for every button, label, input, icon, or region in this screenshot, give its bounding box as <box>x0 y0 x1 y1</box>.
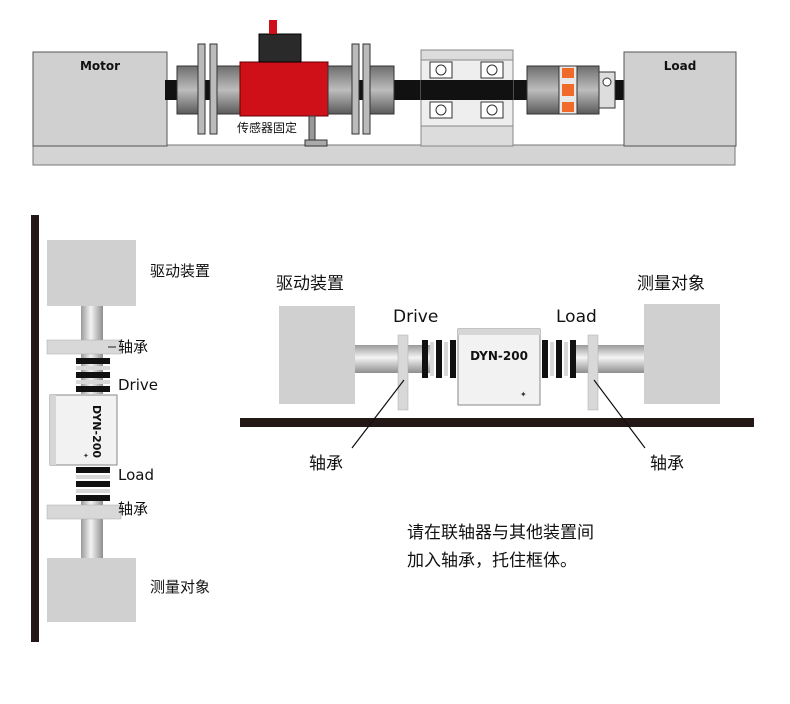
bearing-2-ball-bottom <box>486 104 498 116</box>
left-coupling-hub-2 <box>216 65 242 115</box>
right-coupling-disc <box>351 43 360 135</box>
horizontal-shaft-left <box>355 345 431 373</box>
right-bearing-label: 轴承 <box>650 454 684 474</box>
load-label-vertical: Load <box>118 466 154 484</box>
measured-object-block <box>47 558 136 622</box>
left-coupling-ring-4 <box>444 342 448 376</box>
load-coupling-right <box>576 65 600 115</box>
measured-object-label-horizontal: 测量对象 <box>637 274 705 294</box>
horizontal-shaft-right <box>570 345 644 373</box>
right-coupling-ring-2 <box>550 342 554 376</box>
drive-label: Drive <box>118 376 158 394</box>
sensor-fix-post <box>308 115 316 143</box>
drive-device-block <box>47 240 136 306</box>
drive-device-label: 驱动装置 <box>150 262 210 280</box>
top-test-bench-diagram: Motor 传感器固定 <box>32 20 737 166</box>
left-bearing-leader-line <box>351 379 405 449</box>
left-bearing-plate <box>397 334 409 411</box>
horizontal-drive-device-block <box>279 306 355 404</box>
load-coupling-screw <box>602 77 612 87</box>
base-plate <box>32 144 736 166</box>
sensor-connector <box>258 33 302 63</box>
right-coupling-hub-2 <box>369 65 395 115</box>
right-bearing-plate <box>587 334 599 411</box>
upper-bearing-plate <box>46 339 122 355</box>
bearing-2-ball-top <box>486 64 498 76</box>
vertical-base-bar <box>31 215 39 642</box>
sensor-fix-foot <box>304 139 328 147</box>
vertical-sensor-side <box>50 395 56 465</box>
lower-bearing-label: 轴承 <box>118 500 148 518</box>
sensor-fix-label: 传感器固定 <box>237 120 297 135</box>
installation-note: 请在联轴器与其他装置间 加入轴承，托住框体。 <box>407 523 594 571</box>
vertical-sensor-logo: ✦ <box>83 452 89 460</box>
bearing-1-ball-bottom <box>435 104 447 116</box>
load-label: Load <box>664 59 697 73</box>
upper-coupling-ring-4 <box>76 380 110 384</box>
lower-coupling-ring-2 <box>76 475 110 479</box>
horizontal-sensor-model: DYN-200 <box>470 349 528 363</box>
bearing-1-ball-top <box>435 64 447 76</box>
upper-coupling-ring-1 <box>76 358 110 364</box>
load-coupling-clamp <box>598 71 616 109</box>
horizontal-sensor-top <box>458 329 540 335</box>
lower-coupling-ring-5 <box>76 495 110 501</box>
note-line-1: 请在联轴器与其他装置间 <box>407 523 594 543</box>
load-coupling-orange-mid <box>562 84 574 96</box>
upper-coupling-ring-5 <box>76 386 110 392</box>
horizontal-sensor-body <box>457 328 541 406</box>
horizontal-sensor-logo: ✦ <box>520 390 527 399</box>
right-bearing-leader-line <box>593 379 646 449</box>
left-coupling-ring-5 <box>450 340 456 378</box>
left-coupling-disc <box>197 43 206 135</box>
bearing-shaft <box>421 80 513 100</box>
right-coupling-ring-5 <box>570 340 576 378</box>
bearing-housing-top <box>420 49 514 61</box>
left-coupling-ring-3 <box>436 340 442 378</box>
left-coupling-ring-2 <box>430 342 434 376</box>
measured-object-label: 测量对象 <box>150 578 210 596</box>
right-coupling-disc-2 <box>362 43 371 135</box>
lower-coupling-ring-3 <box>76 481 110 487</box>
right-coupling-hub <box>327 65 355 115</box>
horizontal-base-bar <box>240 418 754 427</box>
load-block <box>623 51 737 147</box>
vertical-installation-diagram: 驱动装置 轴承 Drive DYN-200 ✦ Load 轴承 测量对象 <box>31 215 210 642</box>
right-coupling-ring-3 <box>556 340 562 378</box>
right-coupling-ring-4 <box>564 342 568 376</box>
vertical-sensor-body <box>49 394 118 466</box>
left-bearing-label: 轴承 <box>309 454 343 474</box>
upper-coupling-ring-2 <box>76 366 110 370</box>
left-coupling-ring-1 <box>422 340 428 378</box>
drive-label-horizontal: Drive <box>393 307 438 327</box>
right-coupling-ring-1 <box>542 340 548 378</box>
horizontal-installation-diagram: 驱动装置 测量对象 Drive Load DYN-200 ✦ 轴承 轴承 <box>240 274 754 474</box>
lower-bearing-plate <box>46 504 122 520</box>
motor-block <box>32 51 168 147</box>
drive-device-label-horizontal: 驱动装置 <box>276 274 344 294</box>
bearing-housing-base <box>420 125 514 147</box>
sensor-connector-cap <box>269 20 277 34</box>
upper-coupling-ring-3 <box>76 372 110 378</box>
vertical-sensor-model: DYN-200 <box>90 405 103 458</box>
load-coupling-orange-bottom <box>562 102 574 112</box>
load-coupling-left <box>526 65 560 115</box>
horizontal-measured-object-block <box>644 304 720 404</box>
lower-coupling-ring-1 <box>76 467 110 473</box>
torque-sensor-body <box>239 61 329 117</box>
lower-coupling-ring-4 <box>76 489 110 493</box>
upper-bearing-label: 轴承 <box>118 338 148 356</box>
motor-label: Motor <box>80 59 120 73</box>
load-coupling-orange-top <box>562 68 574 78</box>
left-coupling-disc-2 <box>209 43 218 135</box>
note-line-2: 加入轴承，托住框体。 <box>407 551 577 571</box>
load-label-horizontal: Load <box>556 307 597 327</box>
